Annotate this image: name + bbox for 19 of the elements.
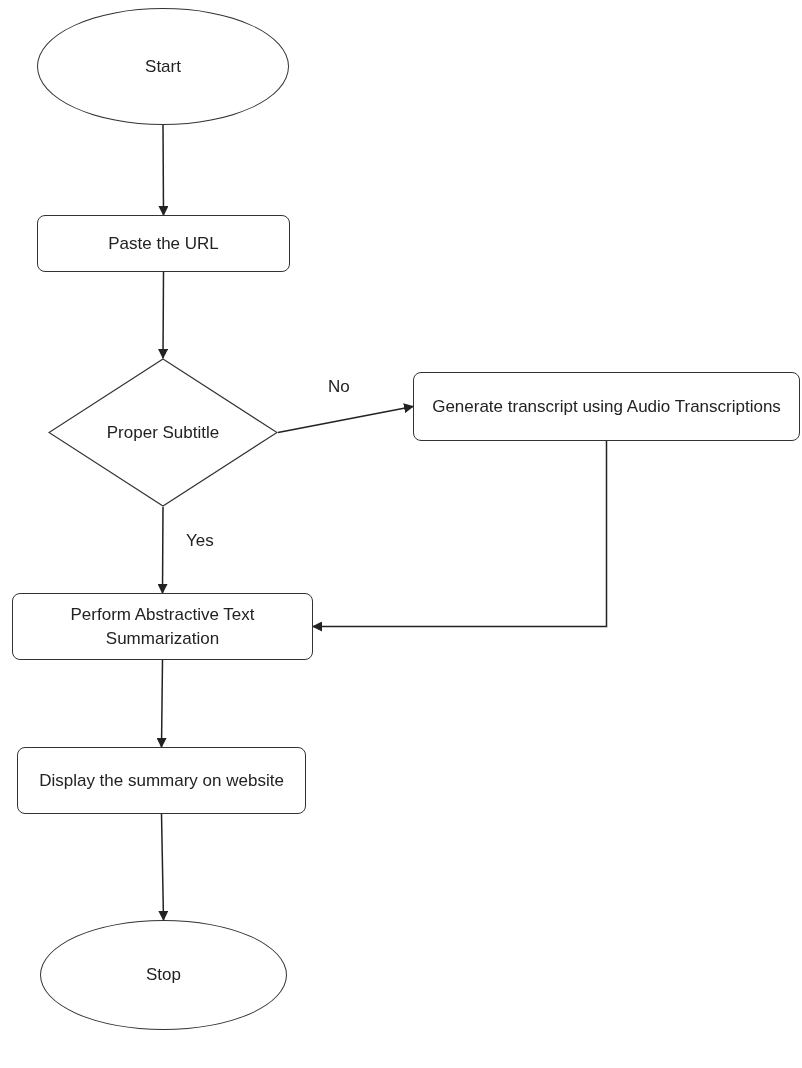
node-text: Display the summary on website [38, 769, 285, 792]
process-box [17, 747, 306, 814]
node-text: Proper Subtitle [105, 421, 221, 444]
arrow [158, 813, 169, 921]
node-text: Stop [145, 964, 182, 987]
node-text: Perform Abstractive Text Summarization [69, 604, 256, 650]
node-text: Generate transcript using Audio Transcriptions [431, 395, 782, 418]
arrow [158, 124, 169, 216]
process-box [37, 215, 290, 272]
process-box [413, 372, 800, 441]
arrow [312, 440, 608, 632]
arrow [157, 506, 168, 594]
process-box [12, 593, 313, 660]
arrow [156, 659, 167, 748]
node-text: Start [144, 55, 182, 78]
arrow [158, 271, 169, 359]
node-text: Paste the URL [107, 232, 220, 255]
arrow [277, 403, 414, 434]
decision-diamond [48, 358, 278, 507]
